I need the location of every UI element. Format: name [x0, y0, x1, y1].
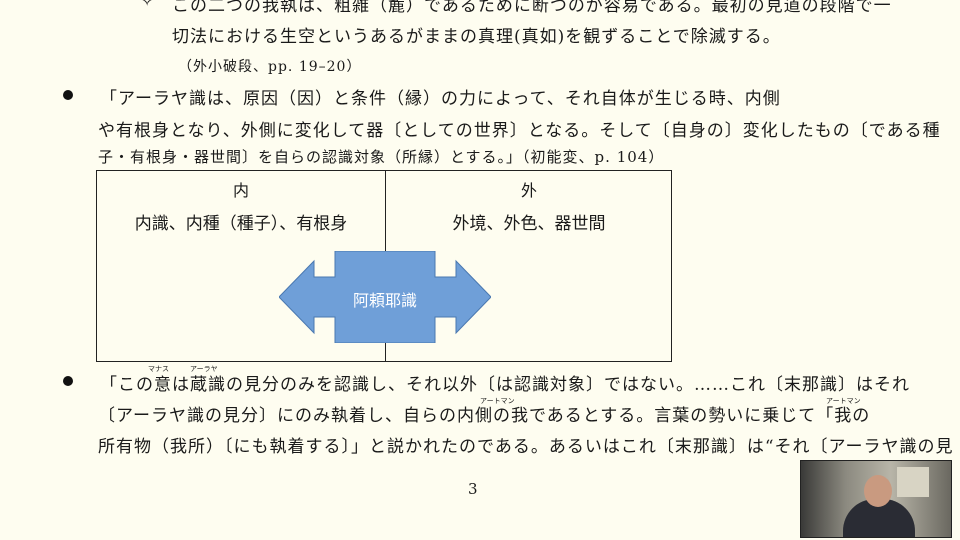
inner-header: 内 — [232, 181, 249, 200]
person-face — [864, 475, 892, 507]
poster — [897, 467, 929, 497]
bullet2-line3: 所有物（我所）〔にも執着する〕」と説かれたのである。あるいはこれ〔末那識〕は“そ… — [98, 437, 954, 457]
ruby-atman: アートマン — [826, 397, 861, 405]
top-item-line1: この二つの我執は、粗雑（麁）であるために断つのが容易である。最初の見道の段階で一 — [172, 0, 892, 16]
bullet-icon — [63, 376, 73, 386]
ruby-alaya: アーラヤ — [190, 365, 218, 373]
top-item-line2: 切法における生空というあるがままの真理(真如)を観ずることで除滅する。 — [172, 27, 781, 47]
double-arrow-icon — [279, 251, 491, 343]
bullet1-line3: 子・有根身・器世間〕を自らの認識対象（所縁）とする。」（初能変、p. 104） — [98, 148, 665, 166]
bullet1-line1: 「アーラヤ識は、原因（因）と条件（縁）の力によって、それ自体が生じる時、内側 — [100, 89, 781, 109]
center-label: 阿頼耶識 — [352, 291, 417, 310]
bullet2-line2: 〔アーラヤ識の見分〕にのみ執着し、自らの内側の我であるとする。言葉の勢いに乗じて… — [98, 406, 871, 426]
bullet2-line1: 「この意は蔵識の見分のみを認識し、それ以外〔は認識対象〕ではない。……これ〔末那… — [100, 375, 910, 395]
inner-content: 内識、内種（種子）、有根身 — [134, 214, 348, 234]
inner-outer-diagram: 内 外 内識、内種（種子）、有根身 外境、外色、器世間 阿頼耶識 — [96, 170, 672, 362]
top-item-citation: （外小破段、pp. 19–20） — [178, 59, 362, 75]
outer-header: 外 — [520, 181, 537, 200]
bullet-icon — [63, 90, 73, 100]
ruby-manas: マナス — [148, 365, 169, 373]
ruby-atman: アートマン — [480, 397, 515, 405]
page-number: 3 — [468, 480, 479, 498]
outer-content: 外境、外色、器世間 — [452, 214, 606, 234]
diamond-bullet-icon: ✧ — [140, 0, 156, 11]
webcam-video — [800, 460, 952, 538]
bullet1-line2: や有根身となり、外側に変化して器〔としての世界〕となる。そして〔自身の〕変化した… — [98, 121, 941, 141]
